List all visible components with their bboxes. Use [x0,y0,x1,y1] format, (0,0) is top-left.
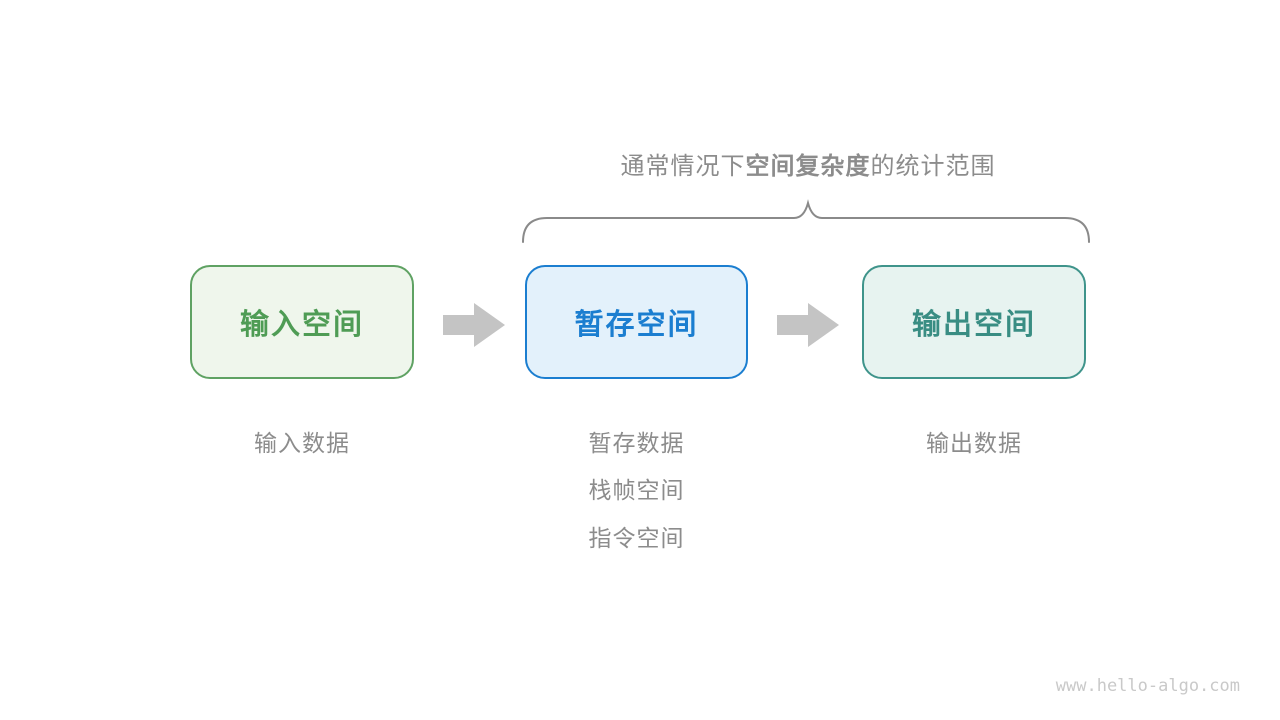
arrow-right-icon [443,303,505,347]
input-space-label: 输入空间 [239,309,364,341]
input-data-note: 输入数据 [254,430,350,456]
stack-frame-space-note: 栈帧空间 [588,477,685,503]
watermark-text: www.hello-algo.com [1055,676,1240,696]
temporary-space-label: 暂存空间 [574,309,699,341]
title-suffix: 的统计范围 [870,153,996,180]
temporary-space-box: 暂存空间 [525,265,748,379]
temporary-data-note: 暂存数据 [588,430,685,456]
arrow-right-icon [777,303,839,347]
input-space-box: 输入空间 [190,265,414,379]
output-space-box: 输出空间 [862,265,1086,379]
output-data-note: 输出数据 [926,430,1022,456]
brace-icon [522,199,1090,243]
title-prefix: 通常情况下 [620,153,746,180]
title-bold-term: 空间复杂度 [745,153,871,180]
output-space-label: 输出空间 [911,309,1036,341]
instruction-space-note: 指令空间 [588,525,685,551]
diagram-title: 通常情况下空间复杂度的统计范围 [508,146,1108,181]
